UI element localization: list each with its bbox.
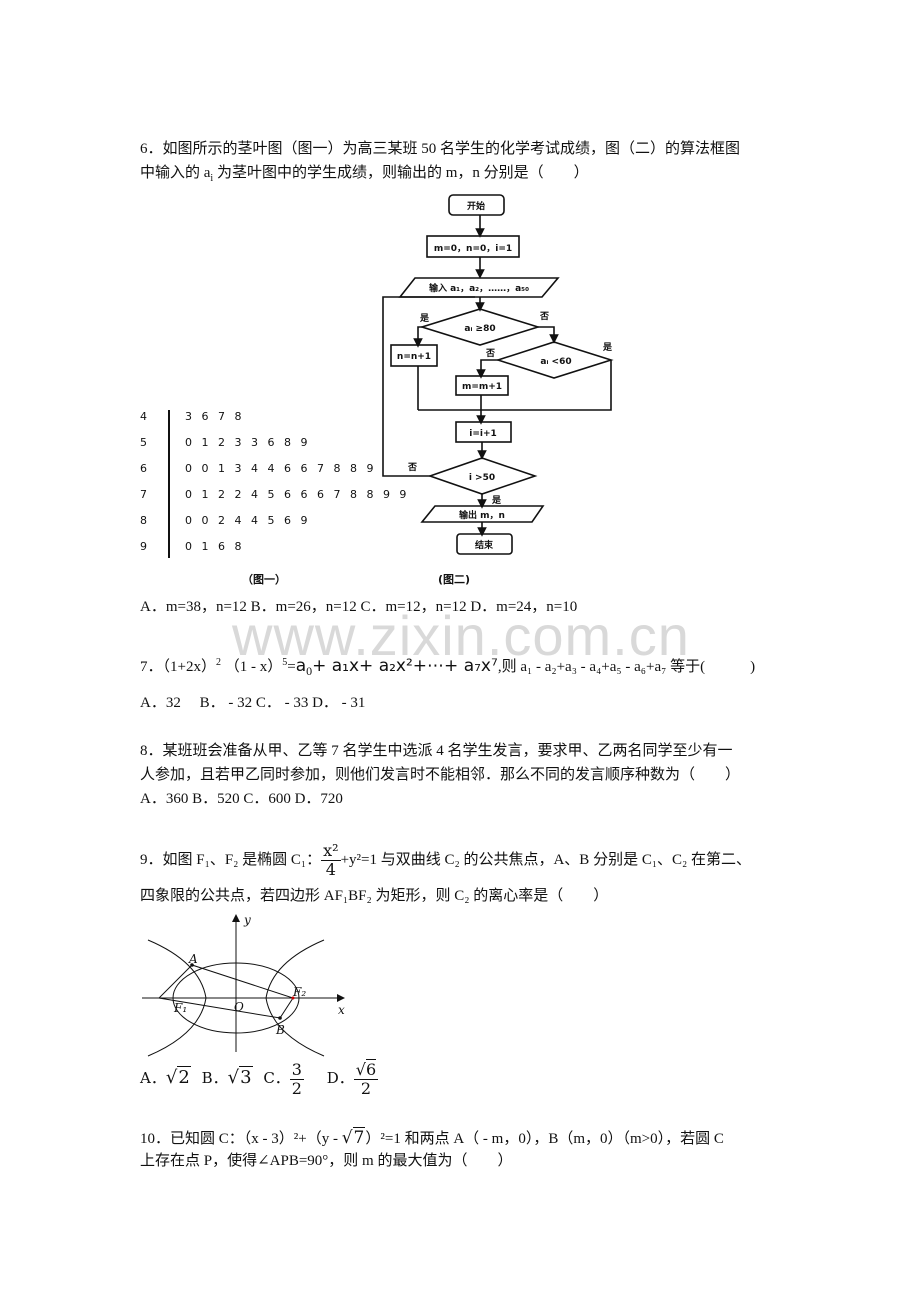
q8-options: A．360 B．520 C．600 D．720 <box>140 791 343 807</box>
stem-leaves: 0 0 1 3 4 4 6 6 7 8 8 9 <box>185 462 377 475</box>
stem-leaves: 0 1 2 3 3 6 8 9 <box>185 436 311 449</box>
q7-exp1: 2 <box>215 657 221 668</box>
q9-opt-d-label: D． <box>326 1069 354 1087</box>
q10-text-line2: 上存在点 P，使得∠APB=90°，则 m 的最大值为（ ） <box>140 1153 513 1169</box>
stem-key: 6 <box>140 462 147 475</box>
flowchart: 开始 m=0，n=0，i=1 输入 a₁，a₂，……，a₅₀ aᵢ ≥80 是 … <box>382 194 614 555</box>
label-F1: F₁ <box>173 1001 187 1015</box>
q6-options: A．m=38，n=12 B．m=26，n=12 C．m=12，n=12 D．m=… <box>140 599 578 615</box>
fc-output: 输出 m，n <box>459 509 505 521</box>
frac-den: 2 <box>291 1078 302 1098</box>
fc-cond2-yes: 是 <box>602 342 613 353</box>
q10-sqrt: √7 <box>341 1127 366 1148</box>
fc-cond3-no: 否 <box>407 462 417 473</box>
q8-text-line2: 人参加，且若甲乙同时参加，则他们发言时不能相邻．那么不同的发言顺序种数为（ ） <box>140 767 741 783</box>
fc-cond1-no: 否 <box>539 311 549 322</box>
label-y: y <box>243 913 251 927</box>
q6-line2-pre: 中输入的 a <box>140 165 211 181</box>
ellipse-hyperbola-figure: A F₂ F₁ O B y x <box>142 913 345 1057</box>
label-x: x <box>338 1003 345 1017</box>
q6-line2-sub: i <box>210 173 214 184</box>
stem-key: 4 <box>140 410 147 423</box>
fc-n-inc: n=n+1 <box>397 352 431 362</box>
frac-num: √6 <box>353 1058 379 1080</box>
q10-text-line1: 10．已知圆 C：（x - 3）²+（y - √7）²=1 和两点 A（ - m… <box>140 1125 724 1152</box>
stem-leaf-plot: 4 3 6 7 8 5 0 1 2 3 3 6 8 9 6 0 0 1 3 4 4 6… <box>140 410 406 560</box>
q7-exp2: 5 <box>282 657 288 668</box>
stem-leaves: 0 0 2 4 4 5 6 9 <box>185 514 311 527</box>
frac-den: 2 <box>360 1078 372 1098</box>
stem-leaves: 3 6 7 8 <box>185 410 245 423</box>
q9-opt-c-label: C． <box>263 1069 290 1087</box>
figure1-caption: （图一） <box>242 573 286 586</box>
fc-cond2: aᵢ <60 <box>540 357 571 367</box>
radicand: 2 <box>177 1066 191 1088</box>
fc-cond1: aᵢ ≥80 <box>464 324 495 334</box>
label-F2: F₂ <box>292 985 306 999</box>
q7-options: A．32 B． - 32 C． - 33 D． - 31 <box>140 695 366 711</box>
q9-frac-den: 4 <box>325 860 336 880</box>
frac-num: 3 <box>289 1059 304 1080</box>
fc-m-inc: m=m+1 <box>462 382 502 392</box>
radicand: 7 <box>352 1127 366 1148</box>
q9-opt-b-label: B． <box>201 1069 228 1087</box>
radicand: 6 <box>366 1058 377 1079</box>
fc-init: m=0，n=0，i=1 <box>434 244 512 254</box>
q9-line1-post: +y²=1 与双曲线 C₂ 的公共焦点，A、B 分别是 C₁、C₂ 在第二、 <box>340 852 752 868</box>
fc-input: 输入 a₁，a₂，……，a₅₀ <box>429 282 529 294</box>
q7-eq: = <box>287 659 296 675</box>
stem-key: 9 <box>140 540 147 553</box>
q7-mid: （1 - x） <box>224 659 283 675</box>
q7-text: 7．（1+2x）2 （1 - x）5=a0+ a₁x+ a₂x²+⋯+ a₇x⁷… <box>140 656 756 678</box>
fc-cond3-yes: 是 <box>491 495 502 506</box>
q9-opt-a-value: √2 <box>165 1066 191 1088</box>
q6-line2-post: 为茎叶图中的学生成绩，则输出的 m，n 分别是（ ） <box>213 165 589 181</box>
label-A: A <box>188 952 198 966</box>
radicand: 3 <box>239 1066 253 1088</box>
q7-series-a0: a <box>295 656 307 676</box>
stem-leaves: 0 1 6 8 <box>185 540 245 553</box>
q9-opt-a-label: A． <box>140 1069 166 1087</box>
q9-frac-num: x² <box>321 841 341 862</box>
q9-line1-pre: 9．如图 F₁、F₂ 是椭圆 C₁： <box>140 852 322 868</box>
q9-opt-b-value: √3 <box>227 1066 253 1088</box>
stem-key: 7 <box>140 488 147 501</box>
q7-prefix: 7．（1+2x） <box>140 659 216 675</box>
q6-text-line1: 6．如图所示的茎叶图（图一）为高三某班 50 名学生的化学考试成绩，图（二）的算… <box>140 141 741 157</box>
q7-series: + a₁x+ a₂x²+⋯+ a₇x⁷ <box>312 656 498 676</box>
figure2-caption: (图二) <box>438 573 471 586</box>
label-B: B <box>275 1023 285 1037</box>
fc-cond3: i >50 <box>469 473 495 483</box>
fc-i-inc: i=i+1 <box>469 429 497 439</box>
stem-key: 5 <box>140 436 147 449</box>
fc-end: 结束 <box>475 539 494 551</box>
q6-text-line2: 中输入的 ai 为茎叶图中的学生成绩，则输出的 m，n 分别是（ ） <box>140 163 589 189</box>
q10-line1-post: ）²=1 和两点 A（ - m，0），B（m，0）（m>0），若圆 C <box>365 1131 724 1147</box>
watermark: www.zixin.com.cn <box>232 604 690 667</box>
fc-start: 开始 <box>467 200 485 212</box>
fc-cond1-yes: 是 <box>419 313 430 324</box>
label-O: O <box>234 1000 244 1014</box>
fc-cond2-no: 否 <box>485 348 495 359</box>
stem-key: 8 <box>140 514 147 527</box>
stem-divider <box>168 410 170 558</box>
q10-line1-pre: 10．已知圆 C：（x - 3）²+（y - <box>140 1131 342 1147</box>
q9-text-line2: 四象限的公共点，若四边形 AF₁BF₂ 为矩形，则 C₂ 的离心率是（ ） <box>140 888 609 904</box>
stem-leaves: 0 1 2 2 4 5 6 6 6 7 8 8 9 9 <box>185 488 410 501</box>
q7-then: ,则 a₁ - a₂+a₃ - a₄+a₅ - a₆+a₇ 等于( ) <box>497 659 756 675</box>
q8-text-line1: 8．某班班会准备从甲、乙等 7 名学生中选派 4 名学生发言，要求甲、乙两名同学… <box>140 743 733 759</box>
